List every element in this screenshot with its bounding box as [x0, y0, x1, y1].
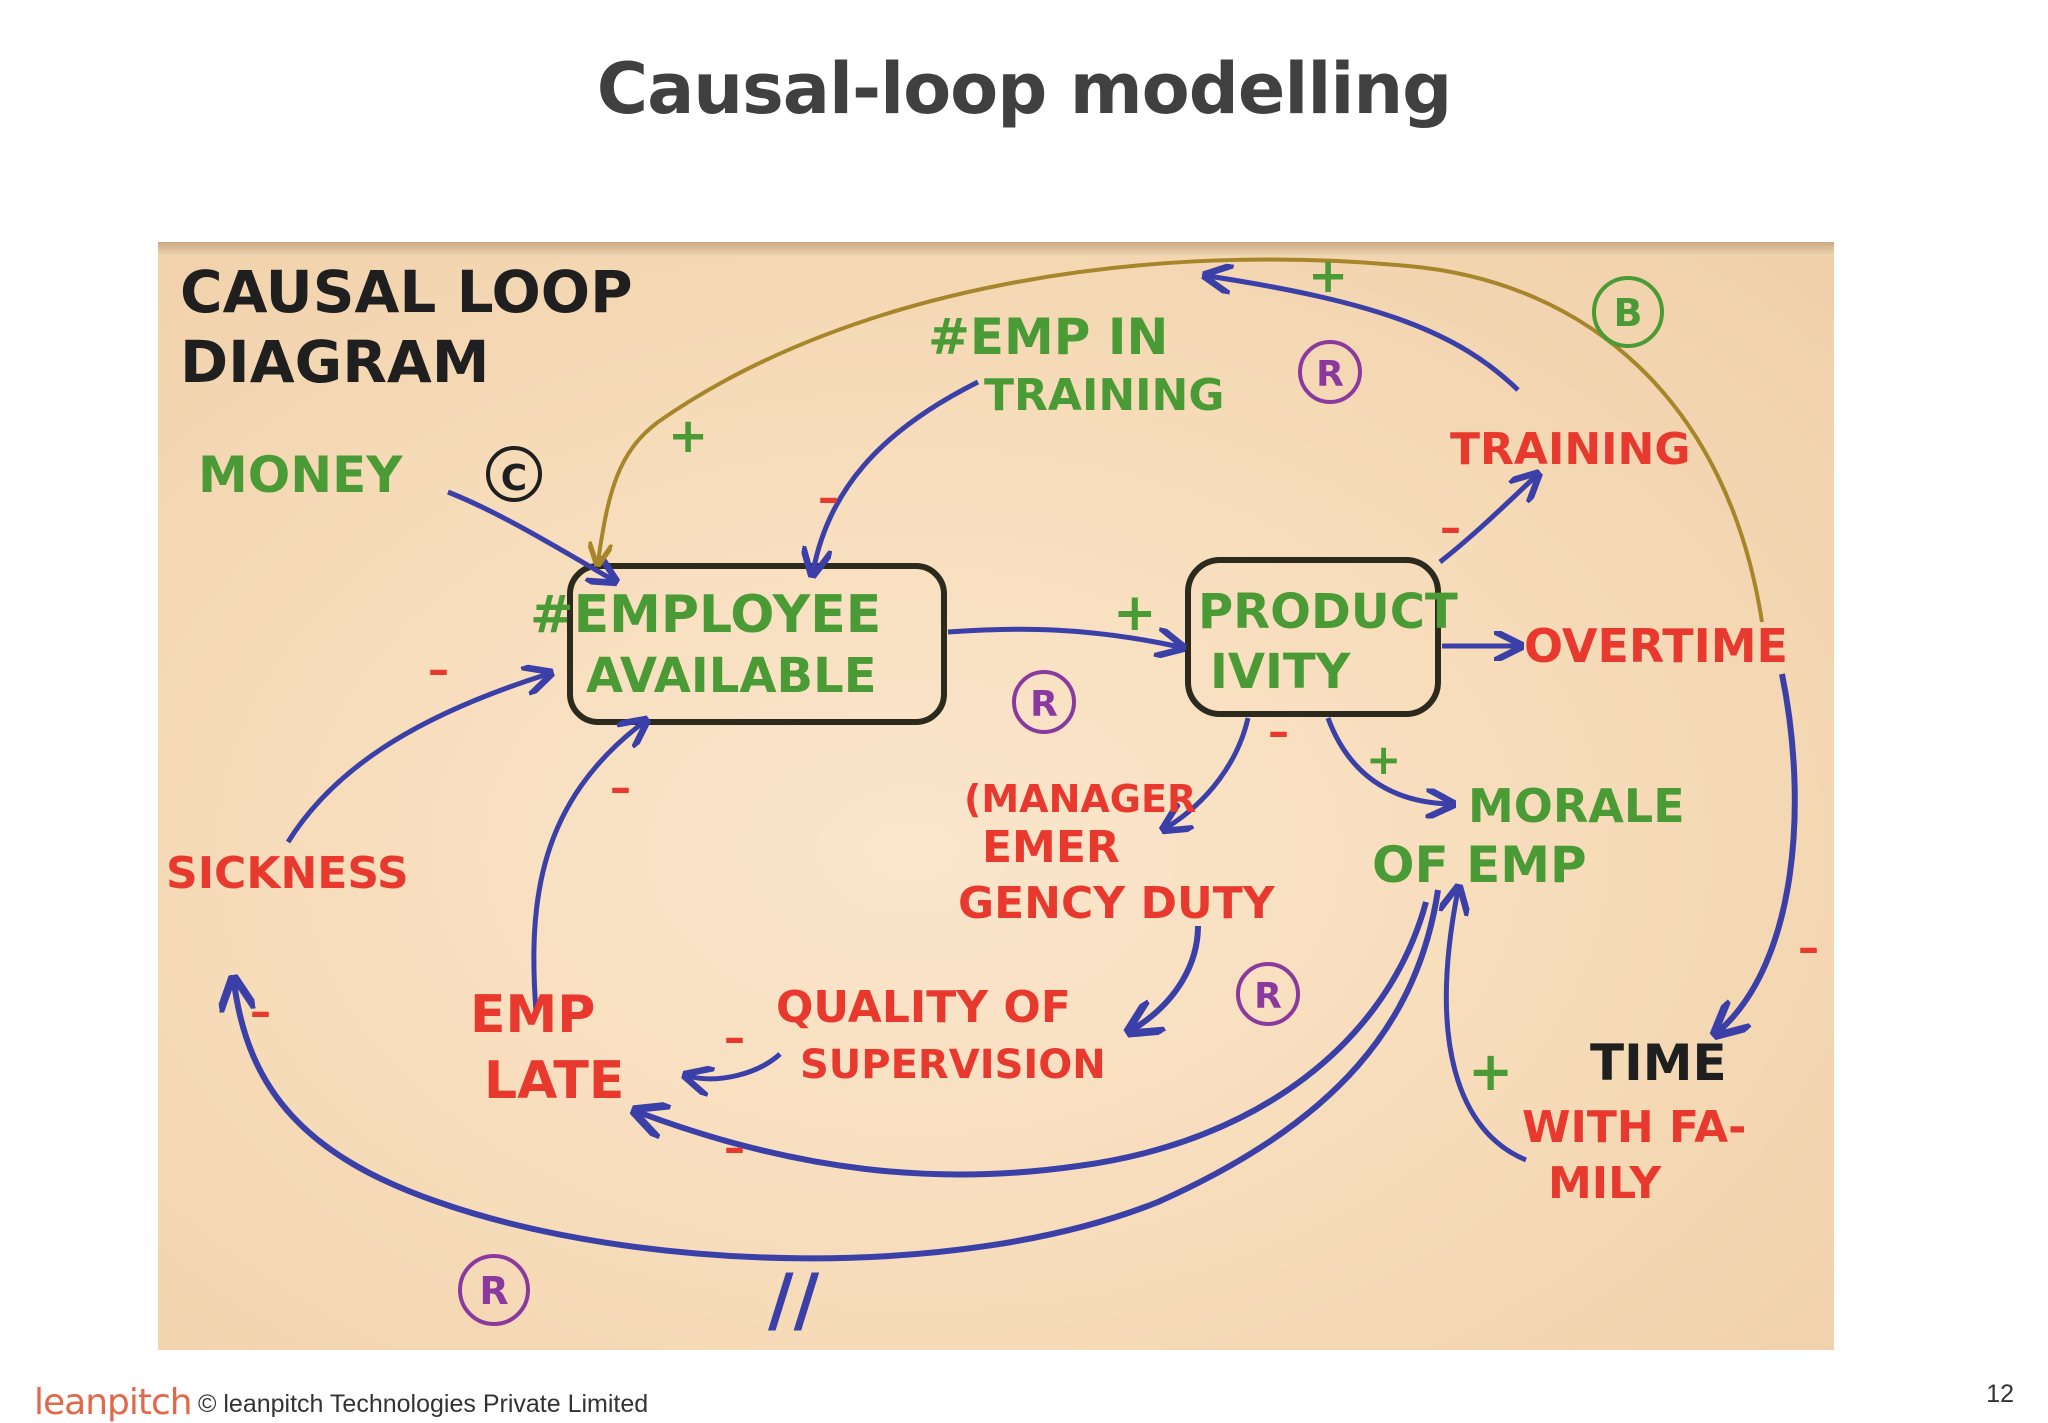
arrow-morale-to-emp-late — [638, 901, 1429, 1178]
page-number: 12 — [1986, 1380, 2014, 1408]
time-family-line2: WITH FA- — [1522, 1102, 1746, 1153]
training-label: TRAINING — [1450, 424, 1690, 475]
time-family-line1: TIME — [1590, 1034, 1727, 1092]
diagram-heading-line2: DIAGRAM — [180, 328, 489, 396]
causal-loop-diagram: CAUSAL LOOP DIAGRAM MONEY C #EMP IN TRAI… — [166, 248, 1819, 1341]
sign-emp-late: – — [610, 763, 631, 812]
manager-duty-line2: EMER — [982, 822, 1120, 873]
productivity-line2: IVITY — [1210, 644, 1352, 700]
arrow-emp-late-to-employees — [531, 722, 644, 1013]
arrow-money-to-employees — [447, 489, 613, 580]
arrow-morale-to-sickness — [234, 889, 1441, 1262]
arrow-manager-to-quality — [1132, 925, 1201, 1030]
arrow-overtime-to-employees — [598, 257, 1764, 623]
arrow-time-family-to-morale — [1446, 890, 1527, 1163]
diagram-heading-line1: CAUSAL LOOP — [180, 258, 633, 326]
morale-line2: OF EMP — [1372, 836, 1587, 894]
money-tag-circle — [486, 446, 542, 502]
morale-line1: MORALE — [1468, 779, 1685, 833]
loop-label-balancing: B — [1614, 291, 1643, 335]
sign-morale-sickness: – — [250, 987, 271, 1036]
arrow-sickness-to-employees — [285, 674, 548, 844]
loop-marker-productivity — [1012, 670, 1076, 734]
arrow-employees-to-productivity — [947, 626, 1180, 647]
sign-morale: + — [1366, 735, 1401, 784]
money-label: MONEY — [198, 446, 403, 504]
copyright-text: © leanpitch Technologies Private Limited — [198, 1390, 649, 1418]
emp-late-line1: EMP — [470, 985, 595, 1045]
manager-duty-line3: GENCY DUTY — [958, 878, 1276, 929]
sign-morale-late: – — [724, 1123, 745, 1172]
sign-manager: – — [1268, 707, 1289, 756]
emp-in-training-line2: TRAINING — [984, 370, 1224, 421]
manager-duty-line1: (MANAGER — [964, 777, 1196, 821]
employee-available-box — [567, 563, 947, 725]
sign-training-emp: – — [818, 473, 839, 522]
employee-available-line1: #EMPLOYEE — [530, 585, 881, 645]
productivity-line1: PRODUCT — [1198, 584, 1458, 640]
loop-marker-training — [1298, 340, 1362, 404]
sign-time-family: + — [1468, 1040, 1513, 1103]
money-tag: C — [501, 458, 527, 499]
loop-label-training: R — [1316, 354, 1344, 395]
loop-label-productivity: R — [1030, 684, 1058, 725]
sign-overtime-family: – — [1798, 923, 1819, 972]
sign-overtime-loop: + — [1308, 248, 1348, 304]
arrow-productivity-to-training — [1438, 476, 1536, 564]
time-family-line3: MILY — [1548, 1158, 1662, 1209]
arrow-productivity-to-morale — [1325, 717, 1450, 804]
emp-late-line2: LATE — [484, 1051, 624, 1111]
arrow-training-to-training-emp — [1208, 276, 1520, 392]
quality-line2: SUPERVISION — [800, 1042, 1106, 1088]
arrow-training-emp-to-employees — [813, 379, 980, 572]
arrow-productivity-to-manager-duty — [1166, 717, 1251, 828]
sign-training: – — [1440, 503, 1461, 552]
delay-mark: // — [768, 1259, 820, 1341]
sign-productivity: + — [1113, 583, 1157, 643]
sickness-label: SICKNESS — [166, 848, 409, 899]
sign-sickness: – — [428, 645, 449, 694]
loop-marker-supervision — [1236, 962, 1300, 1026]
photo-top-edge — [158, 242, 1834, 256]
causal-loop-diagram-photo: CAUSAL LOOP DIAGRAM MONEY C #EMP IN TRAI… — [158, 242, 1834, 1350]
loop-label-sickness: R — [479, 1269, 508, 1313]
loop-label-supervision: R — [1254, 976, 1282, 1017]
emp-in-training-line1: #EMP IN — [928, 308, 1168, 366]
slide-title: Causal-loop modelling — [596, 48, 1453, 130]
overtime-label: OVERTIME — [1524, 619, 1788, 673]
loop-marker-sickness — [458, 1254, 530, 1326]
quality-line1: QUALITY OF — [776, 982, 1071, 1033]
sign-money: + — [668, 408, 708, 464]
arrow-overtime-to-time-family — [1718, 673, 1798, 1032]
arrow-quality-to-emp-late — [688, 1052, 782, 1079]
sign-quality: – — [724, 1013, 745, 1062]
leanpitch-logo: leanpitch — [34, 1382, 193, 1423]
employee-available-line2: AVAILABLE — [586, 648, 876, 704]
loop-marker-balancing — [1592, 276, 1664, 348]
